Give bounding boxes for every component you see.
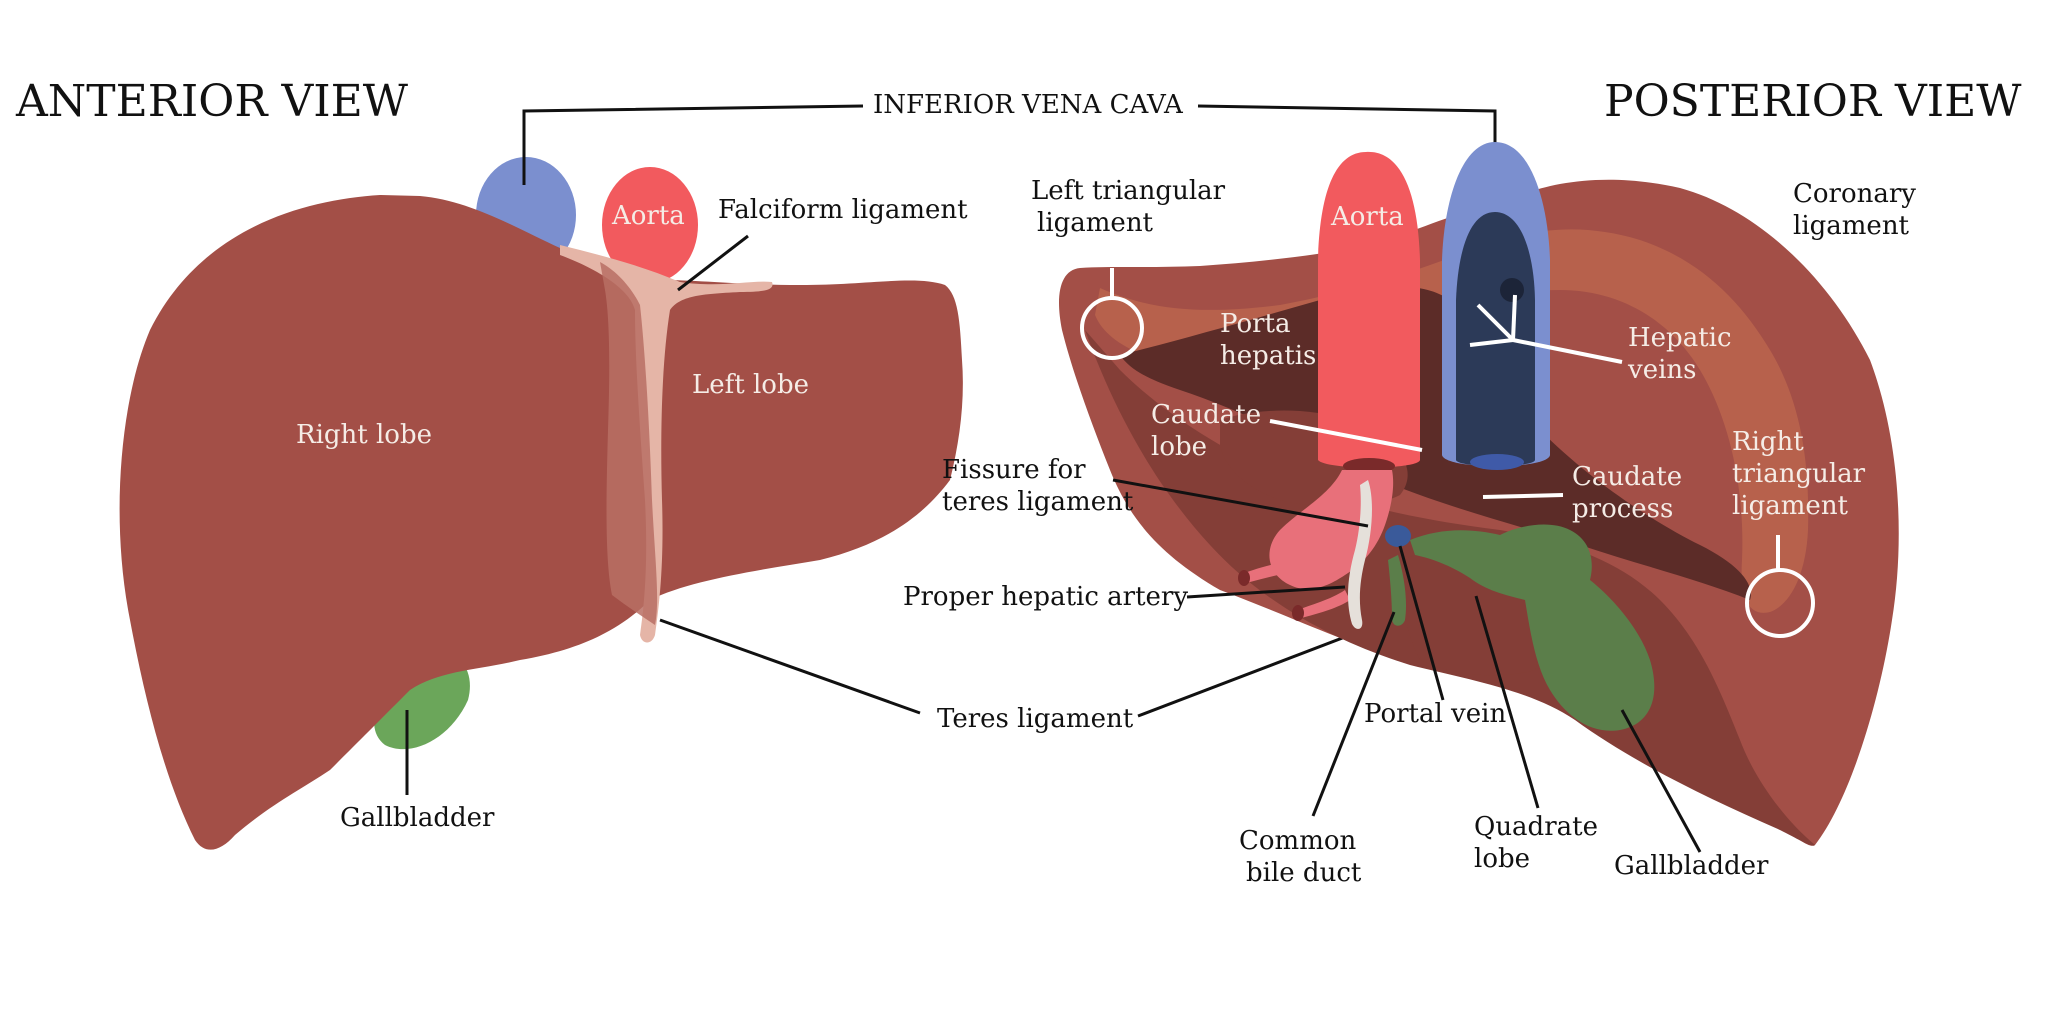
hepatic-vein-opening: [1500, 278, 1524, 302]
caudate-process-line-1: Caudate: [1572, 462, 1682, 492]
portal-vein-leader: [1398, 545, 1445, 701]
posterior-view: POSTERIOR VIEW Aorta Porta hepatis Cauda…: [903, 76, 2022, 888]
hepatic-artery-end-2: [1292, 605, 1304, 621]
quadrate-lobe-label: Quadrate lobe: [1474, 812, 1606, 874]
right-lobe-label: Right lobe: [296, 420, 432, 450]
right-triangular-label: Right triangular ligament: [1732, 427, 1873, 521]
portal-vein: [1385, 525, 1411, 547]
right-triangular-line-1: Right: [1732, 427, 1804, 457]
caudate-lobe-line-2: lobe: [1151, 432, 1207, 462]
left-lobe-label: Left lobe: [692, 370, 809, 400]
teres-leader-posterior: [1137, 630, 1359, 718]
caudate-process-leader: [1482, 493, 1564, 499]
caudate-lobe-label: Caudate lobe: [1151, 400, 1269, 462]
hepatic-artery-branch-2: [1295, 590, 1350, 618]
ivc-leader-right: [1197, 104, 1497, 160]
hepatic-vein-line-3: [1469, 338, 1514, 347]
caudate-process-label: Caudate process: [1572, 462, 1690, 524]
aorta-anterior: [602, 167, 698, 283]
falciform-band: [600, 262, 658, 625]
liver-anterior: [119, 195, 963, 850]
hepatic-veins-leader: [1512, 338, 1623, 364]
coronary-line-2: ligament: [1793, 211, 1910, 241]
coronary-line-1: Coronary: [1793, 179, 1916, 209]
portal-vein-label: Portal vein: [1364, 699, 1506, 729]
porta-hepatis-label: Porta hepatis: [1220, 309, 1316, 371]
proper-hepatic-artery-label: Proper hepatic artery: [903, 582, 1188, 612]
common-bile-duct-line-2: bile duct: [1246, 858, 1362, 888]
falciform-ligament-label: Falciform ligament: [718, 195, 968, 225]
fissure-teres-line-2: teres ligament: [942, 487, 1134, 517]
liver-posterior-darker: [1120, 286, 1751, 600]
common-bile-duct-label: Common bile duct: [1239, 826, 1365, 888]
posterior-view-title: POSTERIOR VIEW: [1604, 76, 2022, 127]
proper-hepatic-artery-leader: [1186, 585, 1346, 599]
teres-ligament-posterior: [1348, 480, 1372, 629]
quadrate-lobe-line-1: Quadrate: [1474, 812, 1598, 842]
gallbladder-anterior-label: Gallbladder: [340, 803, 495, 833]
right-triangular-line-3: ligament: [1732, 491, 1849, 521]
caudate-lobe-leader: [1269, 419, 1423, 452]
teres-leader-anterior: [659, 618, 921, 715]
hepatic-vein-line-1: [1476, 303, 1515, 342]
quadrate-lobe-leader: [1474, 595, 1540, 809]
anterior-view-title: ANTERIOR VIEW: [15, 76, 409, 127]
quadrate-lobe-line-2: lobe: [1474, 844, 1530, 874]
left-triangular-line-2: ligament: [1037, 208, 1154, 238]
aorta-posterior-label: Aorta: [1330, 202, 1404, 232]
gallbladder-posterior: [1410, 524, 1655, 731]
coronary-label: Coronary ligament: [1793, 179, 1924, 241]
falciform-leader: [677, 234, 749, 292]
left-triangular-line-1: Left triangular: [1031, 176, 1226, 206]
hepatic-veins-line-2: veins: [1627, 355, 1696, 385]
hepatic-artery-end-1: [1238, 570, 1250, 586]
fissure-teres-line-1: Fissure for: [942, 455, 1086, 485]
hepatic-artery-branch-1: [1238, 560, 1295, 583]
ivc-posterior-cut: [1470, 454, 1524, 470]
left-triangular-label: Left triangular ligament: [1031, 176, 1233, 238]
hepatic-vein-line-2: [1511, 294, 1517, 341]
porta-hepatis-line-1: Porta: [1220, 309, 1290, 339]
fissure-teres-label: Fissure for teres ligament: [942, 455, 1134, 517]
anterior-view: ANTERIOR VIEW Aorta Left lobe Right lobe…: [15, 76, 968, 850]
right-triangular-line-2: triangular: [1732, 459, 1866, 489]
common-bile-duct: [1388, 555, 1407, 626]
porta-hepatis-line-2: hepatis: [1220, 341, 1316, 371]
aorta-posterior: [1318, 151, 1420, 468]
hepatic-veins-label: Hepatic veins: [1627, 323, 1740, 385]
gallbladder-posterior-leader: [1620, 709, 1702, 853]
gallbladder-posterior-label: Gallbladder: [1614, 851, 1769, 881]
caudate-process-line-2: process: [1572, 494, 1673, 524]
ivc-lumen: [1456, 212, 1535, 466]
common-bile-duct-leader: [1311, 611, 1396, 817]
falciform-ligament: [560, 245, 773, 643]
fissure-teres-leader: [1112, 478, 1369, 528]
hepatic-veins-line-1: Hepatic: [1628, 323, 1732, 353]
ivc-label: INFERIOR VENA CAVA: [873, 90, 1184, 120]
shared-labels: INFERIOR VENA CAVA Teres ligament: [522, 90, 1497, 734]
teres-ligament-label: Teres ligament: [937, 704, 1134, 734]
ivc-leader-left: [522, 104, 864, 185]
common-bile-duct-line-1: Common: [1239, 826, 1357, 856]
aorta-anterior-label: Aorta: [611, 201, 685, 231]
caudate-lobe-line-1: Caudate: [1151, 400, 1261, 430]
